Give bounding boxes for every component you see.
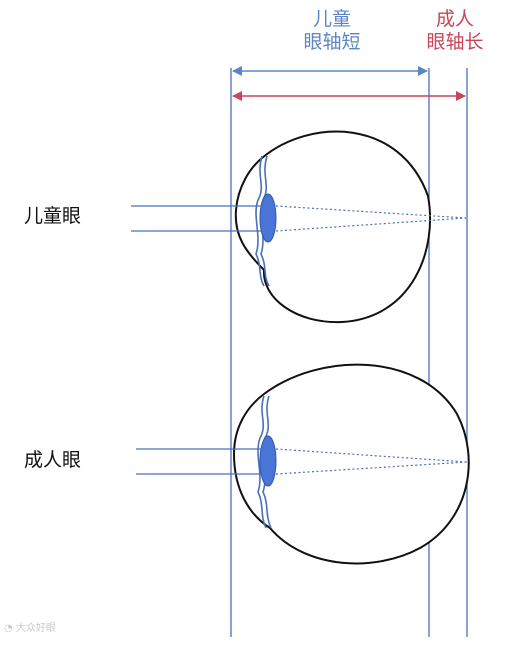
watermark-icon: ◔ (4, 623, 16, 634)
adult-eye (136, 363, 470, 565)
child-axis-header-line1: 儿童 (312, 8, 351, 30)
child-cornea-outer (255, 155, 265, 287)
child-lens (259, 193, 277, 243)
child-eyeball (234, 130, 432, 324)
adult-lens (259, 435, 277, 487)
adult-axis-header: 成人 眼轴长 (420, 8, 490, 54)
adult-focus-ray-bottom (275, 461, 468, 475)
child-focus-ray-top (275, 205, 467, 219)
adult-focus-ray-top (275, 448, 468, 463)
child-axis-header-line2: 眼轴短 (303, 30, 361, 53)
child-eye (131, 130, 467, 324)
adult-axis-header-line1: 成人 (435, 8, 474, 30)
adult-axis-header-line2: 眼轴长 (426, 30, 484, 53)
child-focus-ray-bottom (275, 217, 467, 232)
child-axis-header: 儿童 眼轴短 (286, 8, 378, 54)
adult-cornea-outer (257, 395, 267, 529)
watermark: ◔ 大众好眼 (4, 623, 56, 635)
child-eye-label: 儿童眼 (24, 205, 82, 227)
adult-eyeball (232, 363, 470, 565)
adult-eye-label: 成人眼 (24, 449, 82, 471)
watermark-text: 大众好眼 (15, 623, 56, 634)
